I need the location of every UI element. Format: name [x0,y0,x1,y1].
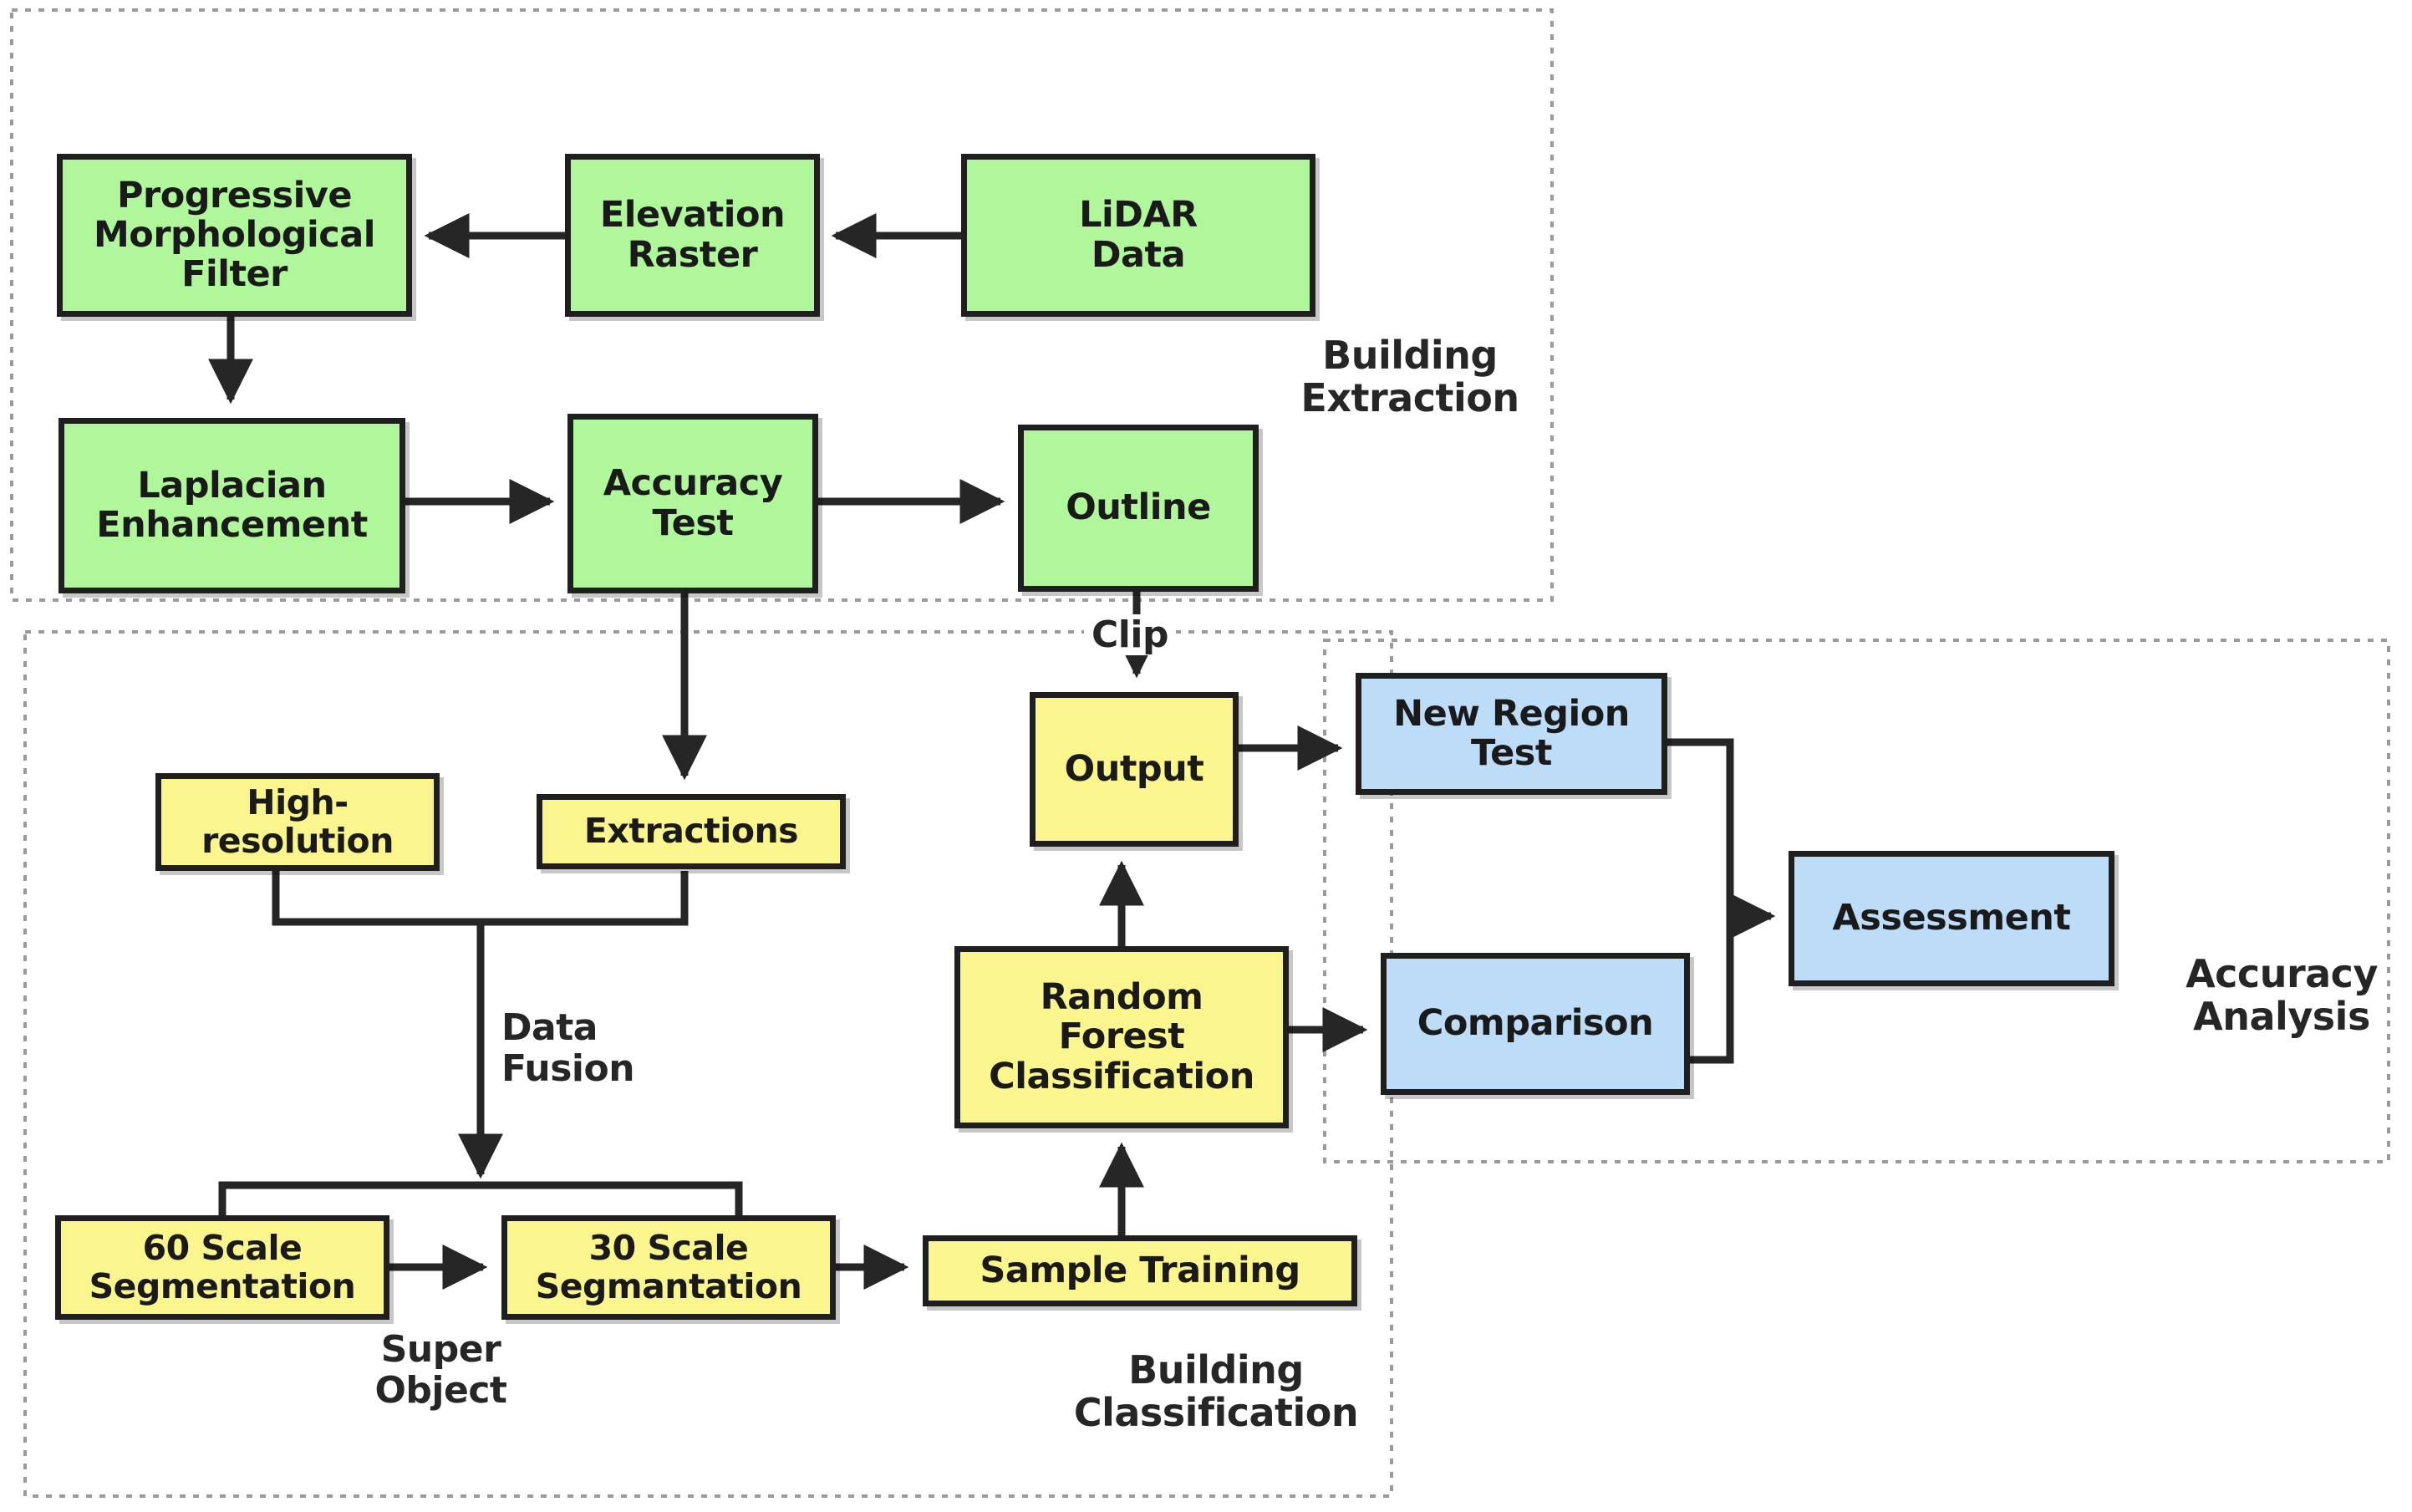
node-outline[interactable]: Outline [1018,425,1259,592]
node-random-forest-classification[interactable]: Random Forest Classification [954,946,1289,1128]
group-frame-accuracy-analysis [1323,639,2390,1163]
group-label-accuracy-analysis: Accuracy Analysis [2186,951,2378,1039]
node-extractions[interactable]: Extractions [537,794,846,869]
group-label-building-extraction: Building Extraction [1300,333,1519,420]
edge-split-to-segmentations [218,1181,743,1215]
node-sample-training[interactable]: Sample Training [923,1235,1357,1306]
node-elevation-raster[interactable]: Elevation Raster [565,154,820,317]
node-laplacian-enhancement[interactable]: Laplacian Enhancement [59,418,405,593]
edge-merge-highres-extractions [272,871,689,926]
group-frame-building-extraction [10,8,1554,602]
node-output[interactable]: Output [1030,692,1239,847]
node-30-scale-segmantation[interactable]: 30 Scale Segmantation [501,1215,836,1320]
node-accuracy-test[interactable]: Accuracy Test [567,414,818,593]
node-assessment[interactable]: Assessment [1789,851,2114,986]
node-lidar-data[interactable]: LiDAR Data [961,154,1315,317]
node-60-scale-segmentation[interactable]: 60 Scale Segmentation [55,1215,389,1320]
group-label-building-classification: Building Classification [1073,1347,1359,1435]
node-comparison[interactable]: Comparison [1381,953,1690,1095]
edge-label-super-object: Super Object [374,1328,507,1413]
edge-label-clip: Clip [1084,614,1176,655]
node-high-resolution[interactable]: High- resolution [155,773,440,871]
node-progressive-morphological-filter[interactable]: Progressive Morphological Filter [57,154,412,317]
node-new-region-test[interactable]: New Region Test [1356,673,1667,795]
edge-merge-test-comparison [1667,738,1734,1064]
group-frame-building-classification [23,630,1393,1498]
edge-label-data-fusion: Data Fusion [501,1006,635,1091]
